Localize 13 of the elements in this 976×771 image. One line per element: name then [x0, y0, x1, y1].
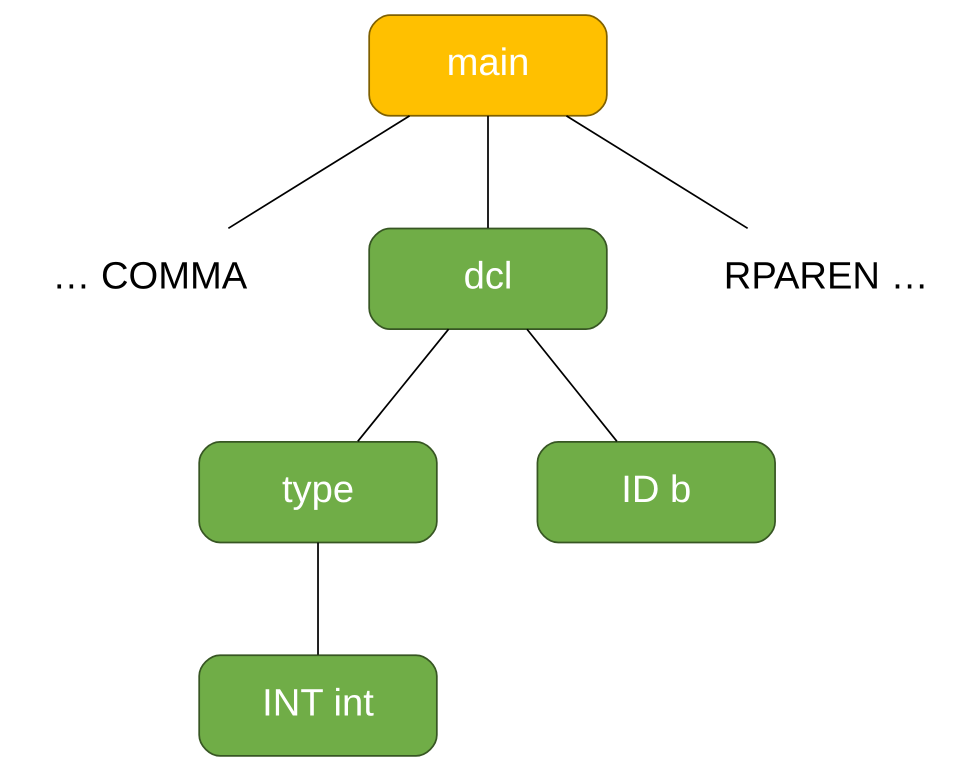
node-box: type: [198, 441, 438, 544]
node-text: RPAREN …: [724, 254, 929, 298]
node-box: dcl: [368, 228, 608, 330]
connector: [357, 328, 450, 442]
connector: [228, 115, 410, 230]
connector: [317, 542, 319, 655]
connector: [526, 328, 618, 442]
node-box: main: [368, 14, 608, 117]
connector: [487, 116, 489, 228]
node-text: … COMMA: [52, 254, 248, 298]
node-box: ID b: [536, 441, 776, 544]
connector: [566, 115, 748, 230]
node-box: INT int: [198, 654, 438, 757]
